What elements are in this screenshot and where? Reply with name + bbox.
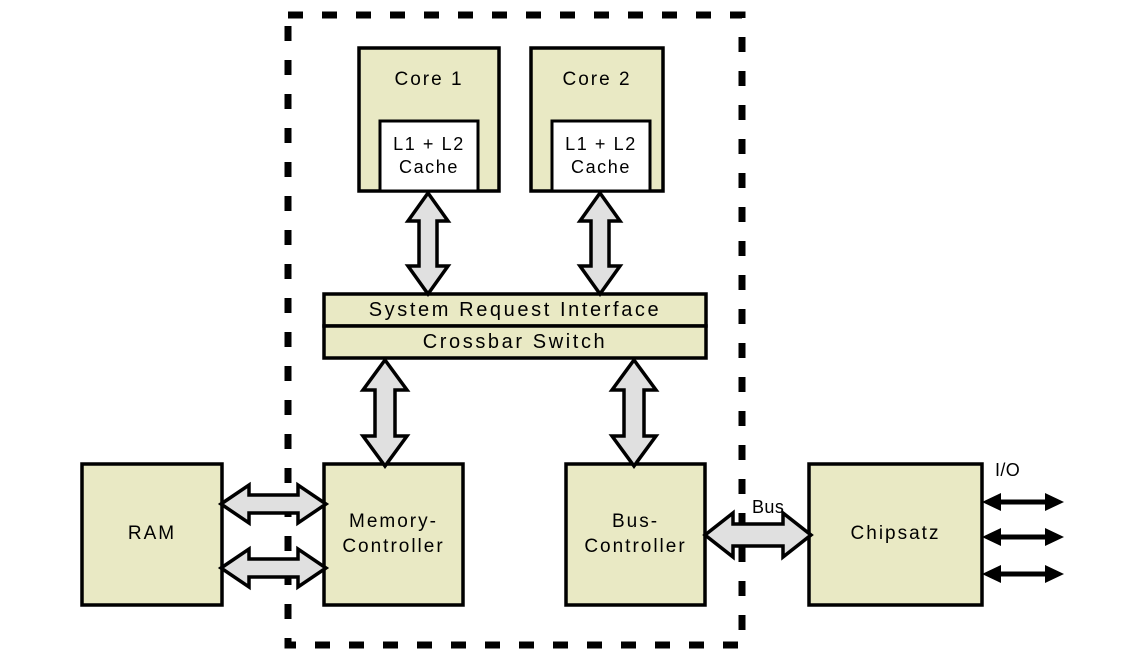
ram-to-memory-controller-lower-block-arrow: [217, 545, 330, 591]
crossbar-switch-box[interactable]: [322, 324, 708, 360]
system-request-interface-box[interactable]: [322, 292, 708, 328]
memory-controller-box[interactable]: [322, 462, 465, 607]
core2-to-sri-block-arrow: [576, 189, 624, 298]
crossbar-to-bus-controller-block-arrow: [608, 357, 660, 469]
chipsatz-io-arrow-3: [982, 565, 1064, 583]
chipsatz-io-arrow-2: [982, 528, 1064, 546]
cache-2-box[interactable]: [550, 119, 652, 193]
io-edge-label: I/O: [995, 460, 1021, 480]
chipsatz-box[interactable]: [807, 462, 984, 607]
ram-to-memory-controller-upper-block-arrow: [217, 481, 330, 527]
chipsatz-io-arrow-1: [982, 493, 1064, 511]
core1-to-sri-block-arrow: [404, 189, 452, 298]
crossbar-to-memory-controller-block-arrow: [359, 357, 411, 469]
bus-edge-label: Bus: [752, 497, 785, 517]
bus-controller-box[interactable]: [564, 462, 707, 607]
bus-controller-to-chipsatz-block-arrow: [702, 509, 814, 561]
ram-box[interactable]: [80, 462, 224, 607]
cache-1-box[interactable]: [378, 119, 480, 193]
